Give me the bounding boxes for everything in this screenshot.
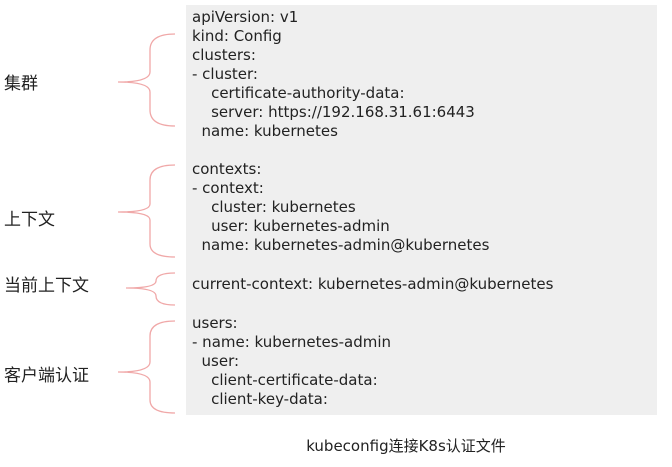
client-auth-label: 客户端认证 <box>4 366 89 386</box>
code-line: - context: <box>192 179 264 197</box>
code-line: contexts: <box>192 160 262 178</box>
code-line: server: https://192.168.31.61:6443 <box>192 103 475 121</box>
code-line: users: <box>192 314 238 332</box>
cluster-label: 集群 <box>4 74 38 94</box>
code-line: client-key-data: <box>192 390 328 408</box>
code-line: name: kubernetes-admin@kubernetes <box>192 236 490 254</box>
cluster-brace <box>117 33 176 127</box>
code-line: - cluster: <box>192 65 258 83</box>
figure-caption: kubeconfig连接K8s认证文件 <box>306 437 506 455</box>
yaml-code-panel <box>186 5 657 415</box>
code-line: certificate-authority-data: <box>192 84 405 102</box>
code-line: - name: kubernetes-admin <box>192 333 391 351</box>
code-line: apiVersion: v1 <box>192 8 299 26</box>
code-line: client-certificate-data: <box>192 371 378 389</box>
code-line: name: kubernetes <box>192 122 338 140</box>
code-line: clusters: <box>192 46 256 64</box>
client-auth-brace <box>117 320 176 414</box>
context-label: 上下文 <box>4 210 55 230</box>
current-context-brace <box>125 272 176 306</box>
current-context-label: 当前上下文 <box>4 276 89 296</box>
context-brace <box>117 164 176 258</box>
code-line: user: kubernetes-admin <box>192 217 390 235</box>
code-line: cluster: kubernetes <box>192 198 356 216</box>
code-line: user: <box>192 352 240 370</box>
code-line: current-context: kubernetes-admin@kubern… <box>192 275 554 293</box>
code-line: kind: Config <box>192 27 282 45</box>
